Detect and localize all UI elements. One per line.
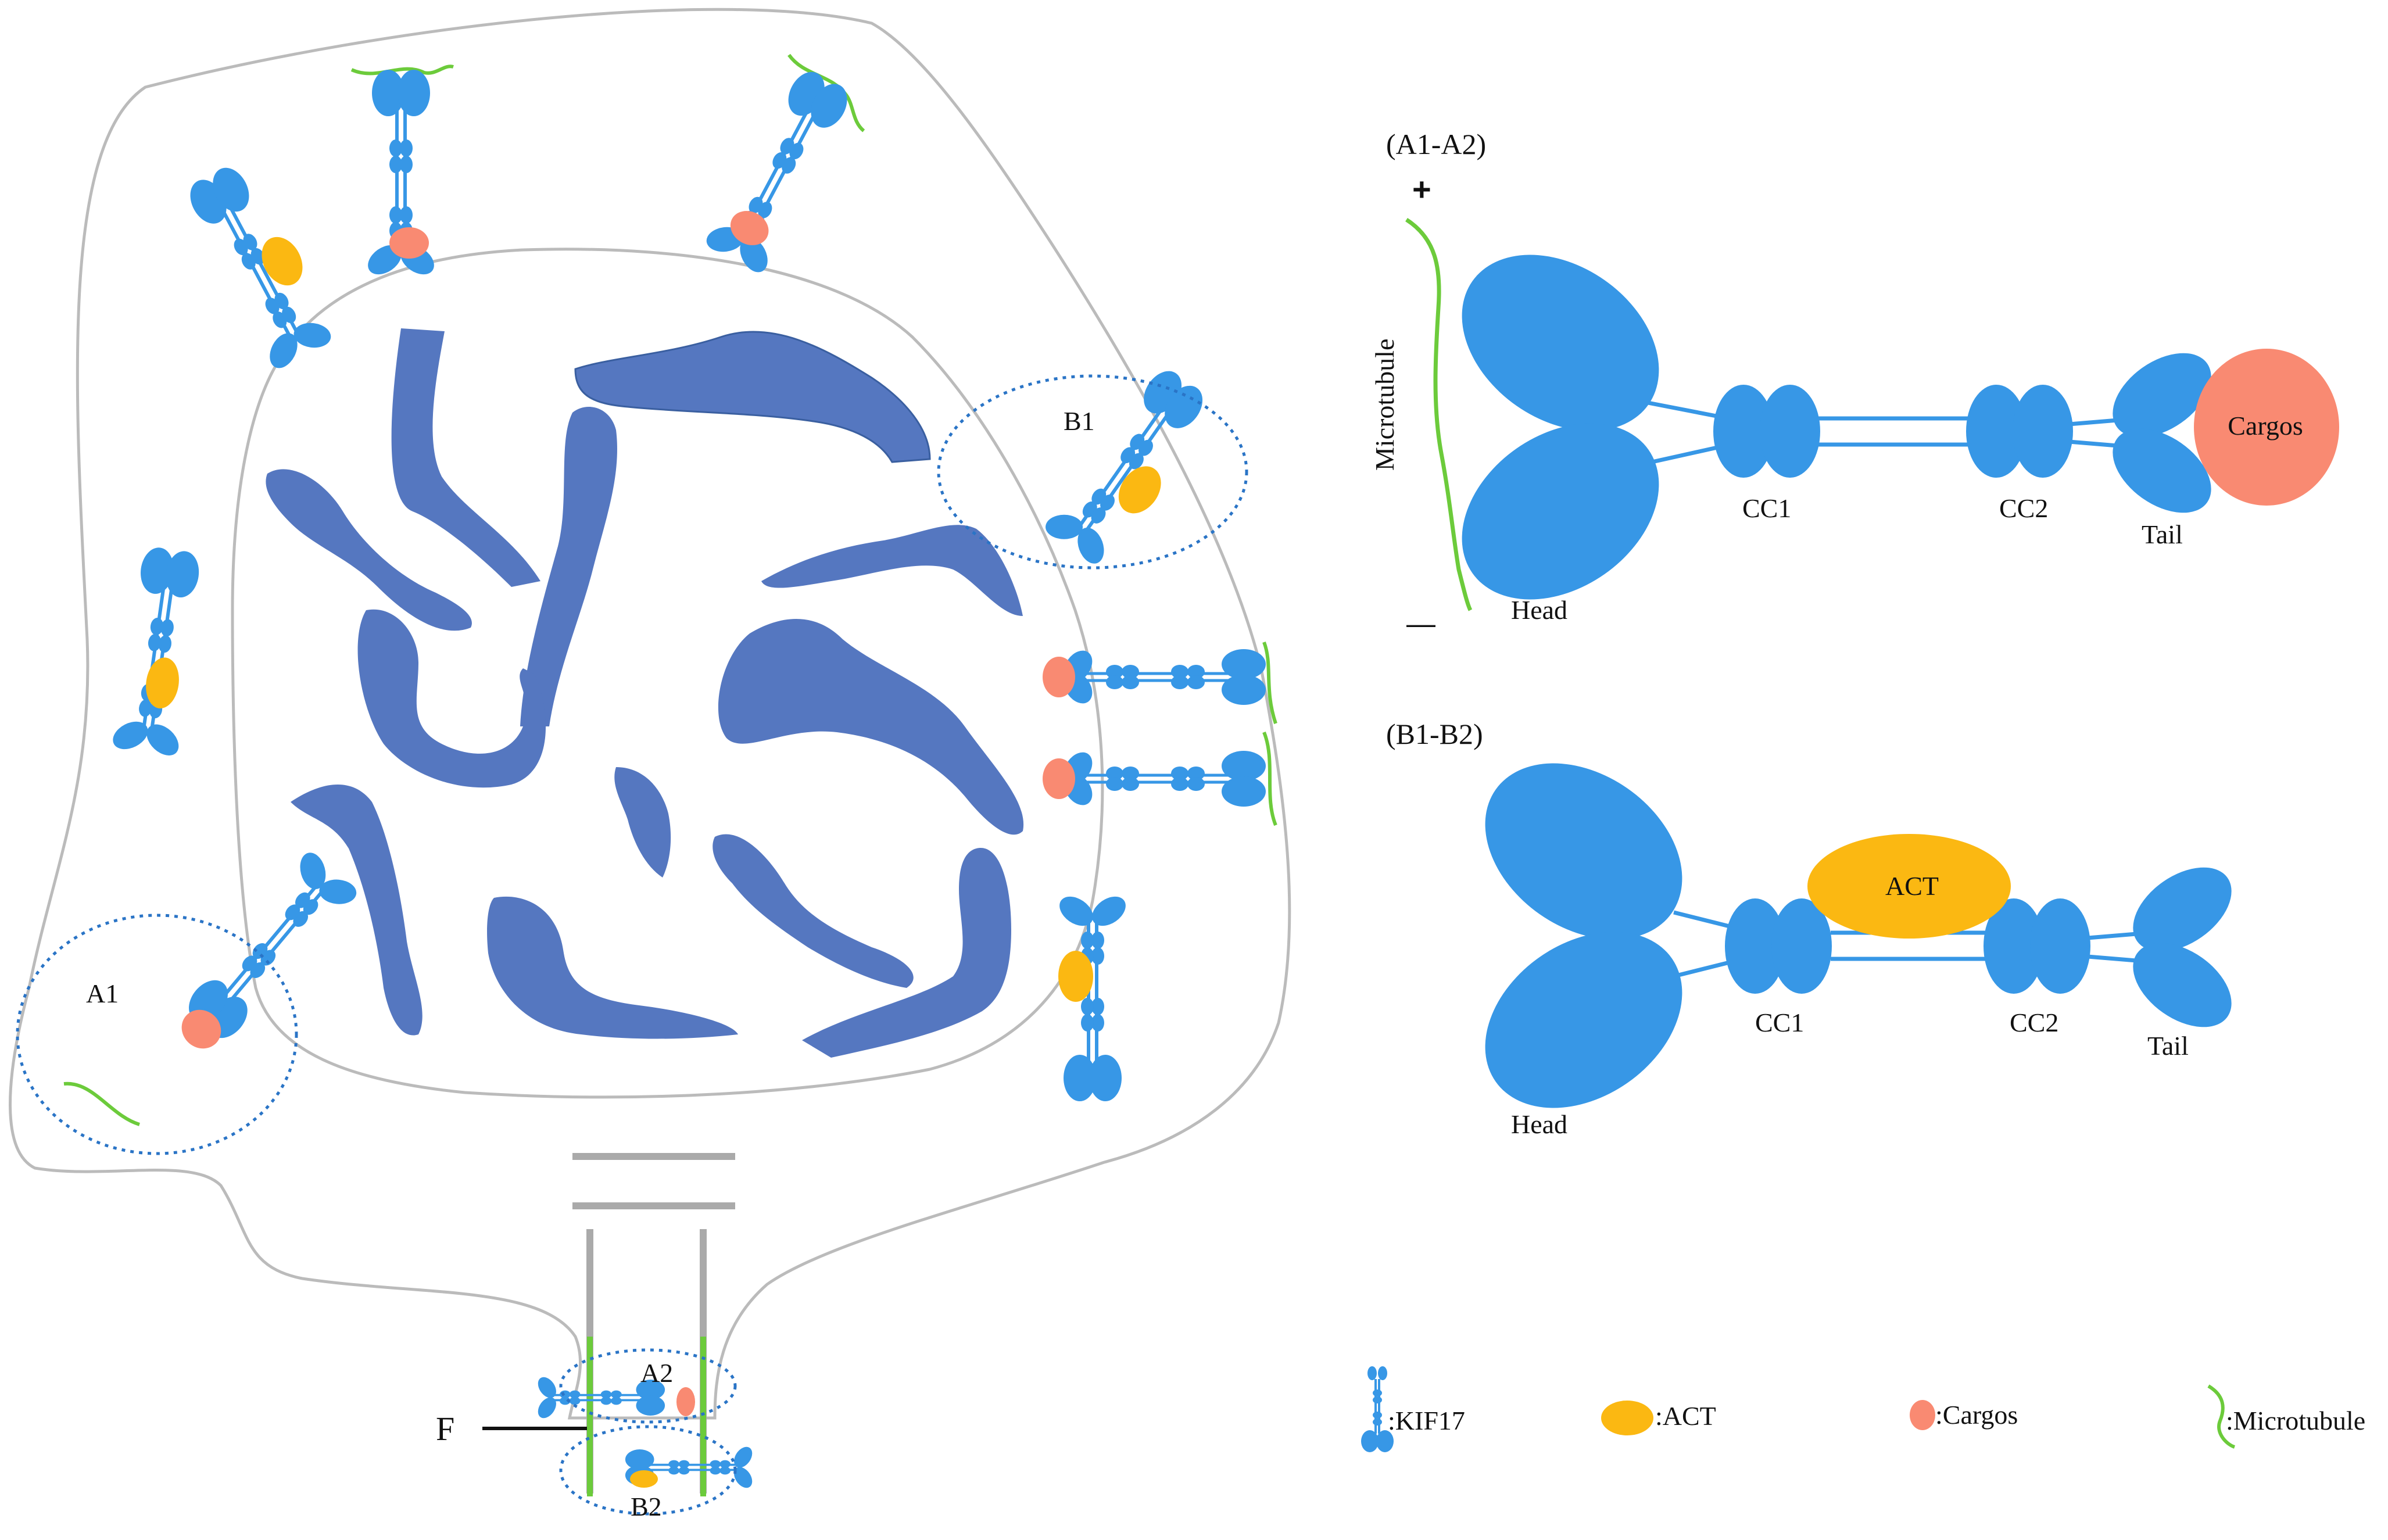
kif17-motor [1043,641,1277,724]
cargo-particle [730,211,769,245]
kif17-motor [175,155,346,379]
cargo-particle [181,1009,221,1049]
legend-microtubule-icon [2207,1384,2236,1449]
label-b2: B2 [631,1492,662,1521]
region-circle-a1 [16,914,298,1155]
plus-end-label: + [1412,171,1431,207]
microtubule [1262,731,1277,826]
cc1-domain [1713,385,1774,478]
minus-end-label: — [1406,607,1435,640]
act-particle [1807,834,2011,939]
kif17-motor [1034,359,1222,578]
cargo-particle [2194,349,2339,506]
label-a1: A1 [86,979,119,1008]
tail-domain [2133,867,2232,952]
panel-b1-b2: (B1-B2) ACT Head CC1 CC2 Tail [1386,718,2232,1139]
label-a2: A2 [640,1358,673,1388]
microtubule [1405,218,1473,611]
legend-cargos-icon [1910,1400,1935,1430]
cc2-label: CC2 [2010,1008,2058,1037]
panel-a-title: (A1-A2) [1386,128,1486,160]
chromatin-strand [291,785,423,1036]
cargo-particle [389,227,429,259]
head-label: Head [1511,595,1567,625]
tail-label: Tail [2142,520,2183,549]
region-circle-b2 [559,1425,737,1516]
legend-microtubule-label: :Microtubule [2226,1406,2365,1435]
cc1-label: CC1 [1742,493,1791,523]
act-particle [1118,466,1161,514]
kif17-motor [160,841,368,1068]
act-particle [630,1470,658,1488]
cc1-domain [1760,385,1820,478]
chromatin-strand [713,834,914,988]
chromatin-strand [487,896,738,1039]
act-particle [146,657,179,708]
chromatin-strand [357,609,546,788]
cc1-label: CC1 [1755,1008,1804,1037]
cc1-domain [1725,898,1785,994]
label-b1: B1 [1064,406,1095,436]
head-domain [1485,763,1682,940]
microtubule-label: Microtubule [1370,339,1399,471]
chromatin-strand [391,328,540,587]
chromatin-strand [718,619,1024,835]
kif17-motor [1043,731,1277,826]
chromatin-strand [520,407,617,726]
microtubule [63,1081,140,1126]
label-f: F [436,1410,454,1448]
chromatin-strand [266,469,472,631]
kif17-motor [689,53,865,291]
cc1-domain [1771,898,1832,994]
cc2-domain [1984,898,2044,994]
cc2-domain [2013,385,2073,478]
legend: :KIF17 :ACT :Cargos :Microtubule [1360,1365,2365,1453]
region-circle-a2 [559,1348,737,1424]
head-label: Head [1511,1109,1567,1139]
cell: B1 A1 A2 B2 F [9,8,1291,1521]
chromatin-strand [802,848,1011,1058]
legend-kif17-label: :KIF17 [1388,1406,1465,1435]
tail-domain [2133,943,2232,1027]
cc2-domain [1966,385,2027,478]
cargos-label: Cargos [2228,411,2303,440]
legend-act-icon [1601,1401,1653,1435]
legend-act-label: :ACT [1655,1401,1716,1431]
tail-domain [2113,428,2211,513]
act-particle [262,237,303,286]
act-label: ACT [1885,871,1939,901]
microtubule [1262,641,1277,724]
cc2-label: CC2 [1999,493,2048,523]
cargo-particle [1043,657,1075,697]
chromatin-strand [614,767,671,878]
head-domain [1462,255,1659,431]
legend-cargos-label: :Cargos [1935,1400,2018,1430]
panel-a1-a2: (A1-A2) + — Microtubule Cargos Head CC1 … [1370,128,2339,640]
tail-domain [2113,353,2211,438]
microtubule [350,65,454,76]
kif17-motor [1054,890,1132,1101]
kif17-motor [350,65,454,280]
region-circle-b1 [937,374,1248,570]
cc2-domain [2030,898,2090,994]
cell-membrane [9,8,1291,1420]
act-particle [1058,951,1093,1002]
cargo-particle [1043,758,1075,799]
kif17-motor [106,544,212,763]
chromatin-strand [761,525,1023,616]
head-domain [1485,932,1682,1108]
tail-label: Tail [2147,1031,2189,1061]
panel-b-title: (B1-B2) [1386,718,1483,750]
chromatin [266,328,1024,1058]
head-domain [1462,423,1659,600]
chromatin-strand [574,331,931,463]
ciliary-neck [572,1153,735,1496]
cargo-particle [676,1387,695,1416]
